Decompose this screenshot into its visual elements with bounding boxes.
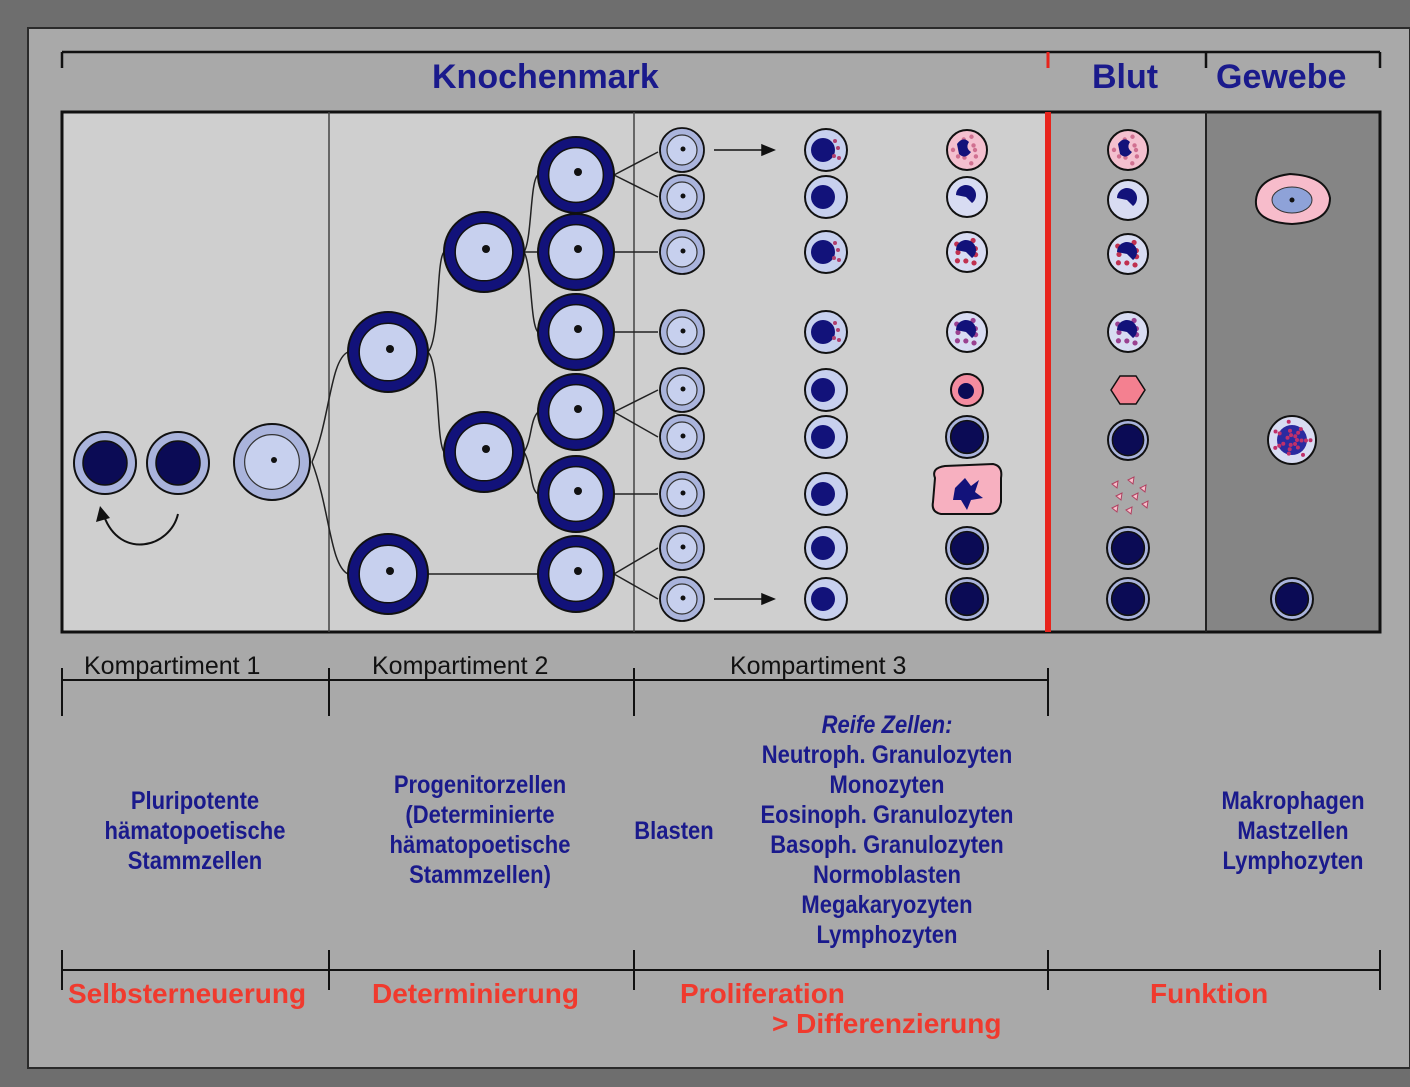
blood-lymphocyte-cell	[1106, 526, 1150, 570]
macrophage-cell	[1254, 172, 1332, 226]
blast-cell	[659, 309, 705, 355]
mature-cells-description: Reife Zellen: Neutroph. Granulozyten Mon…	[747, 710, 1027, 950]
eosinophil-precursor-cell	[804, 230, 848, 274]
lineage-connectors	[311, 151, 659, 600]
blast-cell	[659, 576, 705, 622]
megakaryocyte-cell	[931, 462, 1003, 515]
compartment-brackets	[61, 668, 1049, 716]
compartment-1-label: Kompartiment 1	[84, 652, 261, 680]
blast-cell	[659, 525, 705, 571]
progenitor-cell	[537, 136, 615, 214]
blast-cell	[659, 367, 705, 413]
stem-cell	[73, 431, 137, 495]
stem-cells-description: Pluripotente hämatopoetische Stammzellen	[104, 787, 286, 875]
lymphocyte-precursor-cell	[945, 415, 989, 459]
stem-cell-committed	[233, 423, 311, 501]
promyelocyte-cell	[804, 128, 848, 172]
erythroblast-cell	[804, 368, 848, 412]
header-gewebe: Gewebe	[1216, 58, 1347, 96]
function-determination: Determinierung	[372, 978, 579, 1009]
blast-cell	[659, 414, 705, 460]
progenitor-cell	[443, 411, 525, 493]
tissue-lymphocyte-cell	[1270, 577, 1314, 621]
lymphocyte-cell	[945, 526, 989, 570]
blast-cell	[659, 174, 705, 220]
erythrocyte-cell	[1110, 375, 1146, 405]
blast-cell	[659, 471, 705, 517]
progenitor-cell	[443, 211, 525, 293]
basophil-precursor-cell	[804, 310, 848, 354]
mast-cell	[1267, 415, 1317, 465]
function-differentiation: > Differenzierung	[772, 1008, 1002, 1039]
promonocyte-cell	[804, 175, 848, 219]
compartment-3-label: Kompartiment 3	[730, 652, 907, 680]
platelets	[1111, 476, 1149, 515]
top-bracket	[60, 50, 1382, 68]
megakaryoblast-cell	[804, 415, 848, 459]
monocyte-cell	[946, 176, 988, 218]
blood-basophil-cell	[1107, 311, 1149, 353]
progenitor-cell	[537, 213, 615, 291]
header-knochenmark: Knochenmark	[432, 58, 659, 96]
progenitor-cell	[537, 535, 615, 613]
header-blut: Blut	[1092, 58, 1159, 96]
blasts-description: Blasten	[634, 817, 714, 845]
blood-lymphocyte-cell	[1106, 577, 1150, 621]
stem-cell	[146, 431, 210, 495]
blood-neutrophil-cell	[1107, 129, 1149, 171]
progenitor-cell	[347, 533, 429, 615]
normoblast-cell	[950, 373, 984, 407]
compartment-2-label: Kompartiment 2	[372, 652, 549, 680]
blood-lymphocyte-cell	[1107, 419, 1149, 461]
lymphoblast-cell	[804, 526, 848, 570]
blood-eosinophil-cell	[1107, 233, 1149, 275]
blast-cell	[659, 127, 705, 173]
basophil-cell	[946, 311, 988, 353]
function-proliferation: Proliferation	[680, 978, 845, 1009]
blood-monocyte-cell	[1107, 179, 1149, 221]
blast-cell	[659, 229, 705, 275]
function-funktion: Funktion	[1150, 978, 1269, 1009]
function-self-renewal: Selbsterneuerung	[68, 978, 307, 1009]
progenitor-cell	[537, 373, 615, 451]
lymphoblast-cell	[804, 472, 848, 516]
progenitor-cell	[537, 293, 615, 371]
tissue-cells-description: Makrophagen Mastzellen Lymphozyten	[1221, 787, 1365, 875]
eosinophil-cell	[946, 231, 988, 273]
progenitor-cell	[537, 455, 615, 533]
lymphoblast-cell	[804, 577, 848, 621]
function-brackets	[61, 950, 1381, 990]
progenitor-cell	[347, 311, 429, 393]
neutrophil-cell	[946, 129, 988, 171]
self-renewal-arrow	[103, 513, 179, 546]
mature-cells-title: Reife Zellen:	[821, 711, 953, 739]
differentiation-arrows	[714, 143, 776, 606]
lymphocyte-cell	[945, 577, 989, 621]
progenitor-description: Progenitorzellen (Determinierte hämatopo…	[389, 771, 571, 889]
